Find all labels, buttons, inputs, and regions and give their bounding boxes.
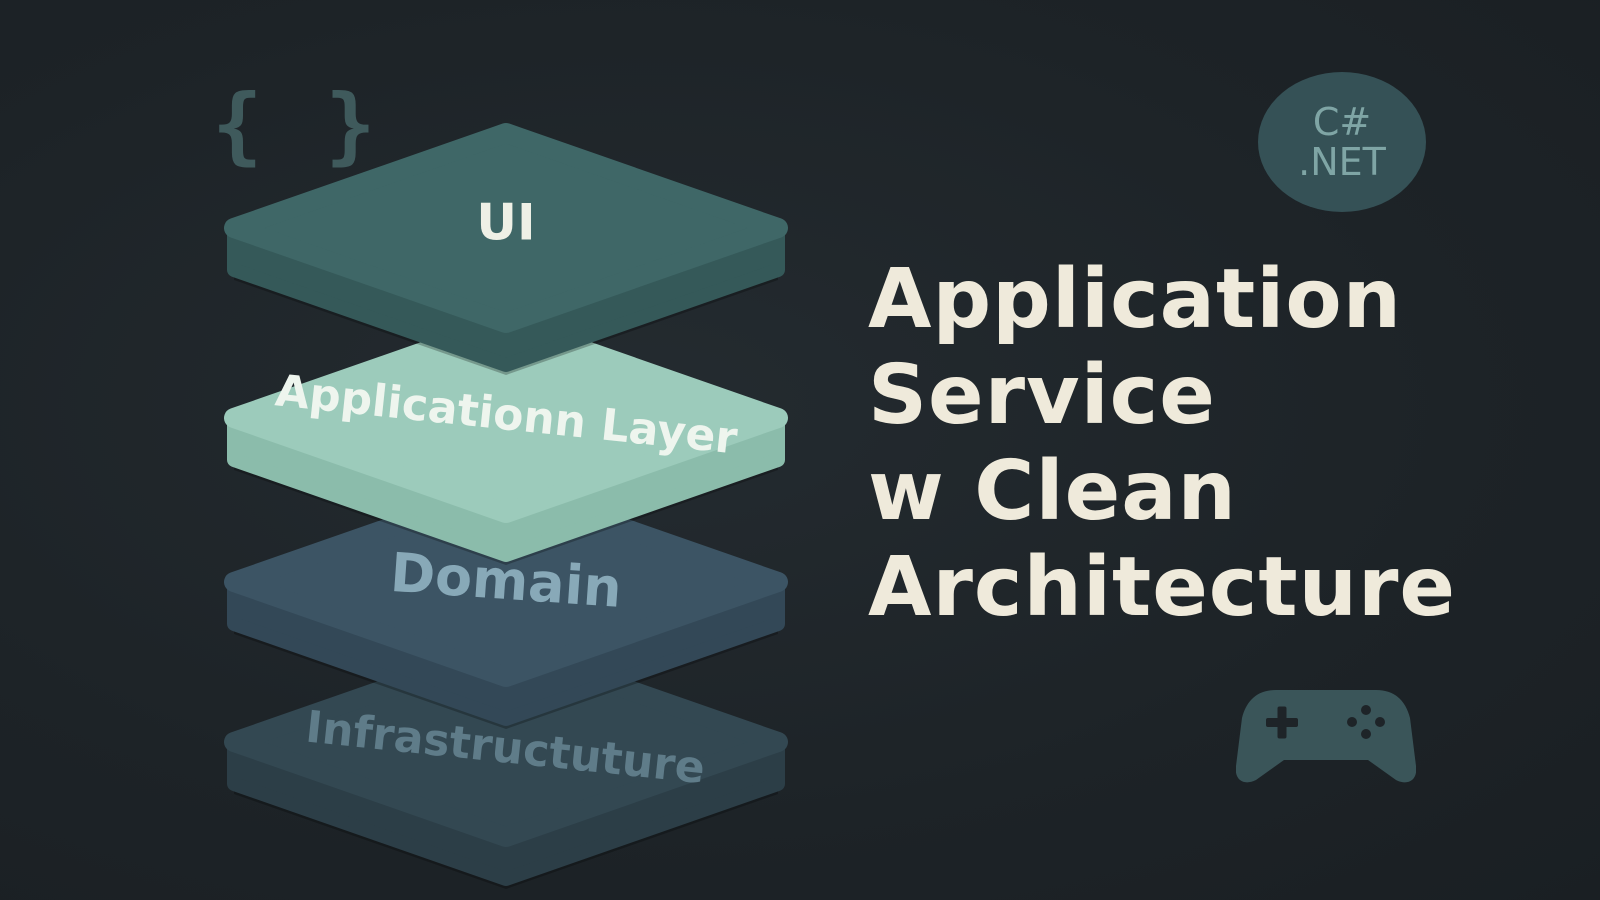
layer-ui-top <box>224 123 788 333</box>
layer-application: Applicationn Layer <box>224 313 788 565</box>
badge-line-dotnet: .NET <box>1298 140 1386 184</box>
title-line-2: Service <box>868 348 1216 443</box>
title-line-4: Architecture <box>868 540 1457 635</box>
braces-icon: { } <box>212 76 382 174</box>
gamepad-icon <box>1236 690 1416 783</box>
layer-application-top <box>224 313 788 523</box>
title-line-1: Application <box>868 252 1403 347</box>
layer-ui-label: UI <box>476 194 535 252</box>
layer-ui: UI <box>224 123 788 375</box>
badge-line-csharp: C# <box>1312 100 1372 144</box>
title-line-3: w Clean <box>868 444 1237 539</box>
page-title: Application Service w Clean Architecture <box>868 252 1456 636</box>
csharp-dotnet-badge: C# .NET <box>1258 72 1426 212</box>
